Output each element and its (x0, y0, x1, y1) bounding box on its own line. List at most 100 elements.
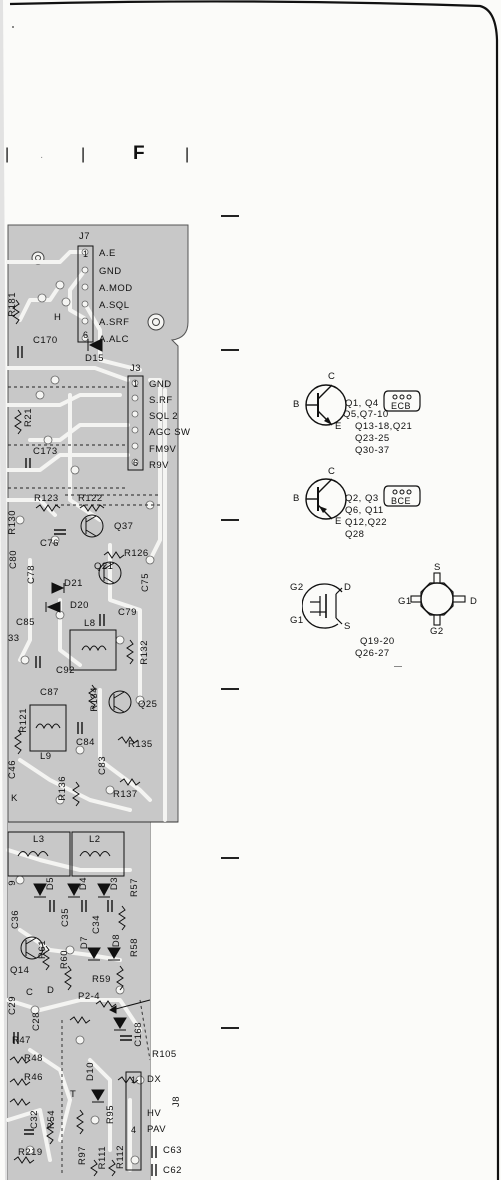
pnp-list-line: Q6, Q11 (345, 505, 384, 516)
npn-list-line: Q5,Q7-10 (343, 409, 389, 420)
fet-list-line: Q26-27 (355, 648, 390, 659)
component-label: R181 (7, 292, 18, 317)
component-label: C46 (7, 760, 18, 779)
fet-package-pin-d: D (470, 596, 478, 607)
margin-tick (221, 1027, 239, 1029)
fet-pin-s: S (344, 621, 351, 632)
margin-tick (221, 215, 239, 217)
npn-pinout: ECB (391, 401, 412, 411)
component-label: C36 (10, 910, 21, 929)
component-label: Q21 (94, 561, 114, 572)
component-label: C62 (163, 1165, 182, 1176)
j8-pin-label: DX (147, 1074, 162, 1085)
component-label: C92 (56, 665, 75, 676)
j3-connector-body (127, 375, 144, 471)
component-label: R48 (24, 1053, 43, 1064)
component-label: R95 (105, 1105, 116, 1124)
j7-pin-label: A.SRF (99, 317, 130, 328)
pnp-pin-b: B (293, 493, 300, 504)
pnp-package-icon (383, 485, 421, 507)
component-label: C78 (26, 565, 37, 584)
component-label: C35 (60, 908, 71, 927)
npn-list-line: Q23-25 (355, 433, 390, 444)
fet-pin-g2: G2 (290, 582, 304, 593)
j7-pin-label: A.MOD (99, 283, 133, 294)
component-label: 9 (7, 880, 18, 886)
component-label: L2 (89, 834, 101, 845)
npn-pin-e: E (335, 421, 342, 432)
capacitor-symbols (13, 346, 157, 1176)
j8-pin-1: 1 (131, 1075, 137, 1085)
j7-pin-label: GND (99, 266, 122, 277)
component-label: R137 (113, 789, 138, 800)
component-label: R122 (78, 493, 103, 504)
component-label: R57 (129, 878, 140, 897)
component-label: D3 (109, 877, 120, 891)
j3-pin-label: AGC SW (149, 427, 191, 438)
component-label: C28 (31, 1012, 42, 1031)
section-letter: F (133, 143, 145, 164)
npn-list-line: Q13-18,Q21 (355, 421, 413, 432)
j8-pin-label: HV (147, 1108, 162, 1119)
j3-pin-label: GND (149, 379, 172, 390)
j7-pin-label: A.E (99, 248, 116, 259)
header-divider-right: | (185, 146, 190, 163)
j3-pin-1: 1 (133, 379, 139, 389)
component-label: C34 (91, 915, 102, 934)
j3-pin-label: R9V (149, 460, 169, 471)
margin-tick (221, 857, 239, 859)
pnp-pin-c: C (328, 466, 336, 477)
board-transistors (20, 514, 132, 960)
fet-package-pin-g1: G1 (398, 596, 412, 607)
component-label: L3 (33, 834, 45, 845)
component-label: D7 (79, 936, 90, 950)
j8-pin-label: PAV (147, 1124, 167, 1135)
component-label: C32 (29, 1110, 40, 1129)
component-label: R54 (46, 1110, 57, 1129)
j3-pin-label: S.RF (149, 395, 173, 406)
pnp-list-line: Q2, Q3 (345, 493, 379, 504)
component-label: R121 (18, 708, 29, 733)
component-label: D20 (70, 600, 89, 611)
component-label: D (47, 985, 55, 996)
j7-pin-label: A.SQL (99, 300, 130, 311)
pnp-pin-e: E (335, 516, 342, 527)
fet-pin-g1: G1 (290, 615, 304, 626)
component-label: R46 (24, 1072, 43, 1083)
margin-tick (221, 688, 239, 690)
component-label: R105 (152, 1049, 177, 1060)
component-label: R132 (139, 640, 150, 665)
resistor-symbols (9, 299, 141, 1177)
component-label: C84 (76, 737, 95, 748)
component-label: R58 (129, 938, 140, 957)
component-label: C79 (118, 607, 137, 618)
j3-pin-label: FM9V (149, 444, 177, 455)
component-label: P2-4 (78, 991, 101, 1002)
fet-pin-d: D (344, 582, 352, 593)
component-label: Q25 (138, 699, 158, 710)
component-label: K (11, 793, 18, 804)
j8-ref: J8 (171, 1096, 182, 1108)
component-label: R135 (128, 739, 153, 750)
mount-hole (147, 313, 165, 331)
fet-package-pin-s: S (434, 562, 441, 573)
component-label: R130 (7, 510, 18, 535)
component-label: R123 (34, 493, 59, 504)
component-label: R47 (12, 1035, 31, 1046)
pnp-pinout: BCE (391, 496, 412, 506)
npn-package-icon (383, 390, 421, 412)
j7-ref: J7 (79, 231, 91, 242)
component-label: D15 (85, 353, 104, 364)
j7-pin-1: 1 (83, 249, 89, 259)
diode-symbols (33, 338, 127, 1103)
component-label: R126 (124, 548, 149, 559)
component-label: L9 (40, 751, 52, 762)
component-label: C170 (33, 335, 58, 346)
pnp-list-line: Q28 (345, 529, 365, 540)
component-label: C (26, 987, 34, 998)
margin-tick (221, 519, 239, 521)
npn-pin-c: C (328, 371, 336, 382)
j3-ref: J3 (130, 363, 142, 374)
npn-transistor-symbol (305, 384, 347, 426)
